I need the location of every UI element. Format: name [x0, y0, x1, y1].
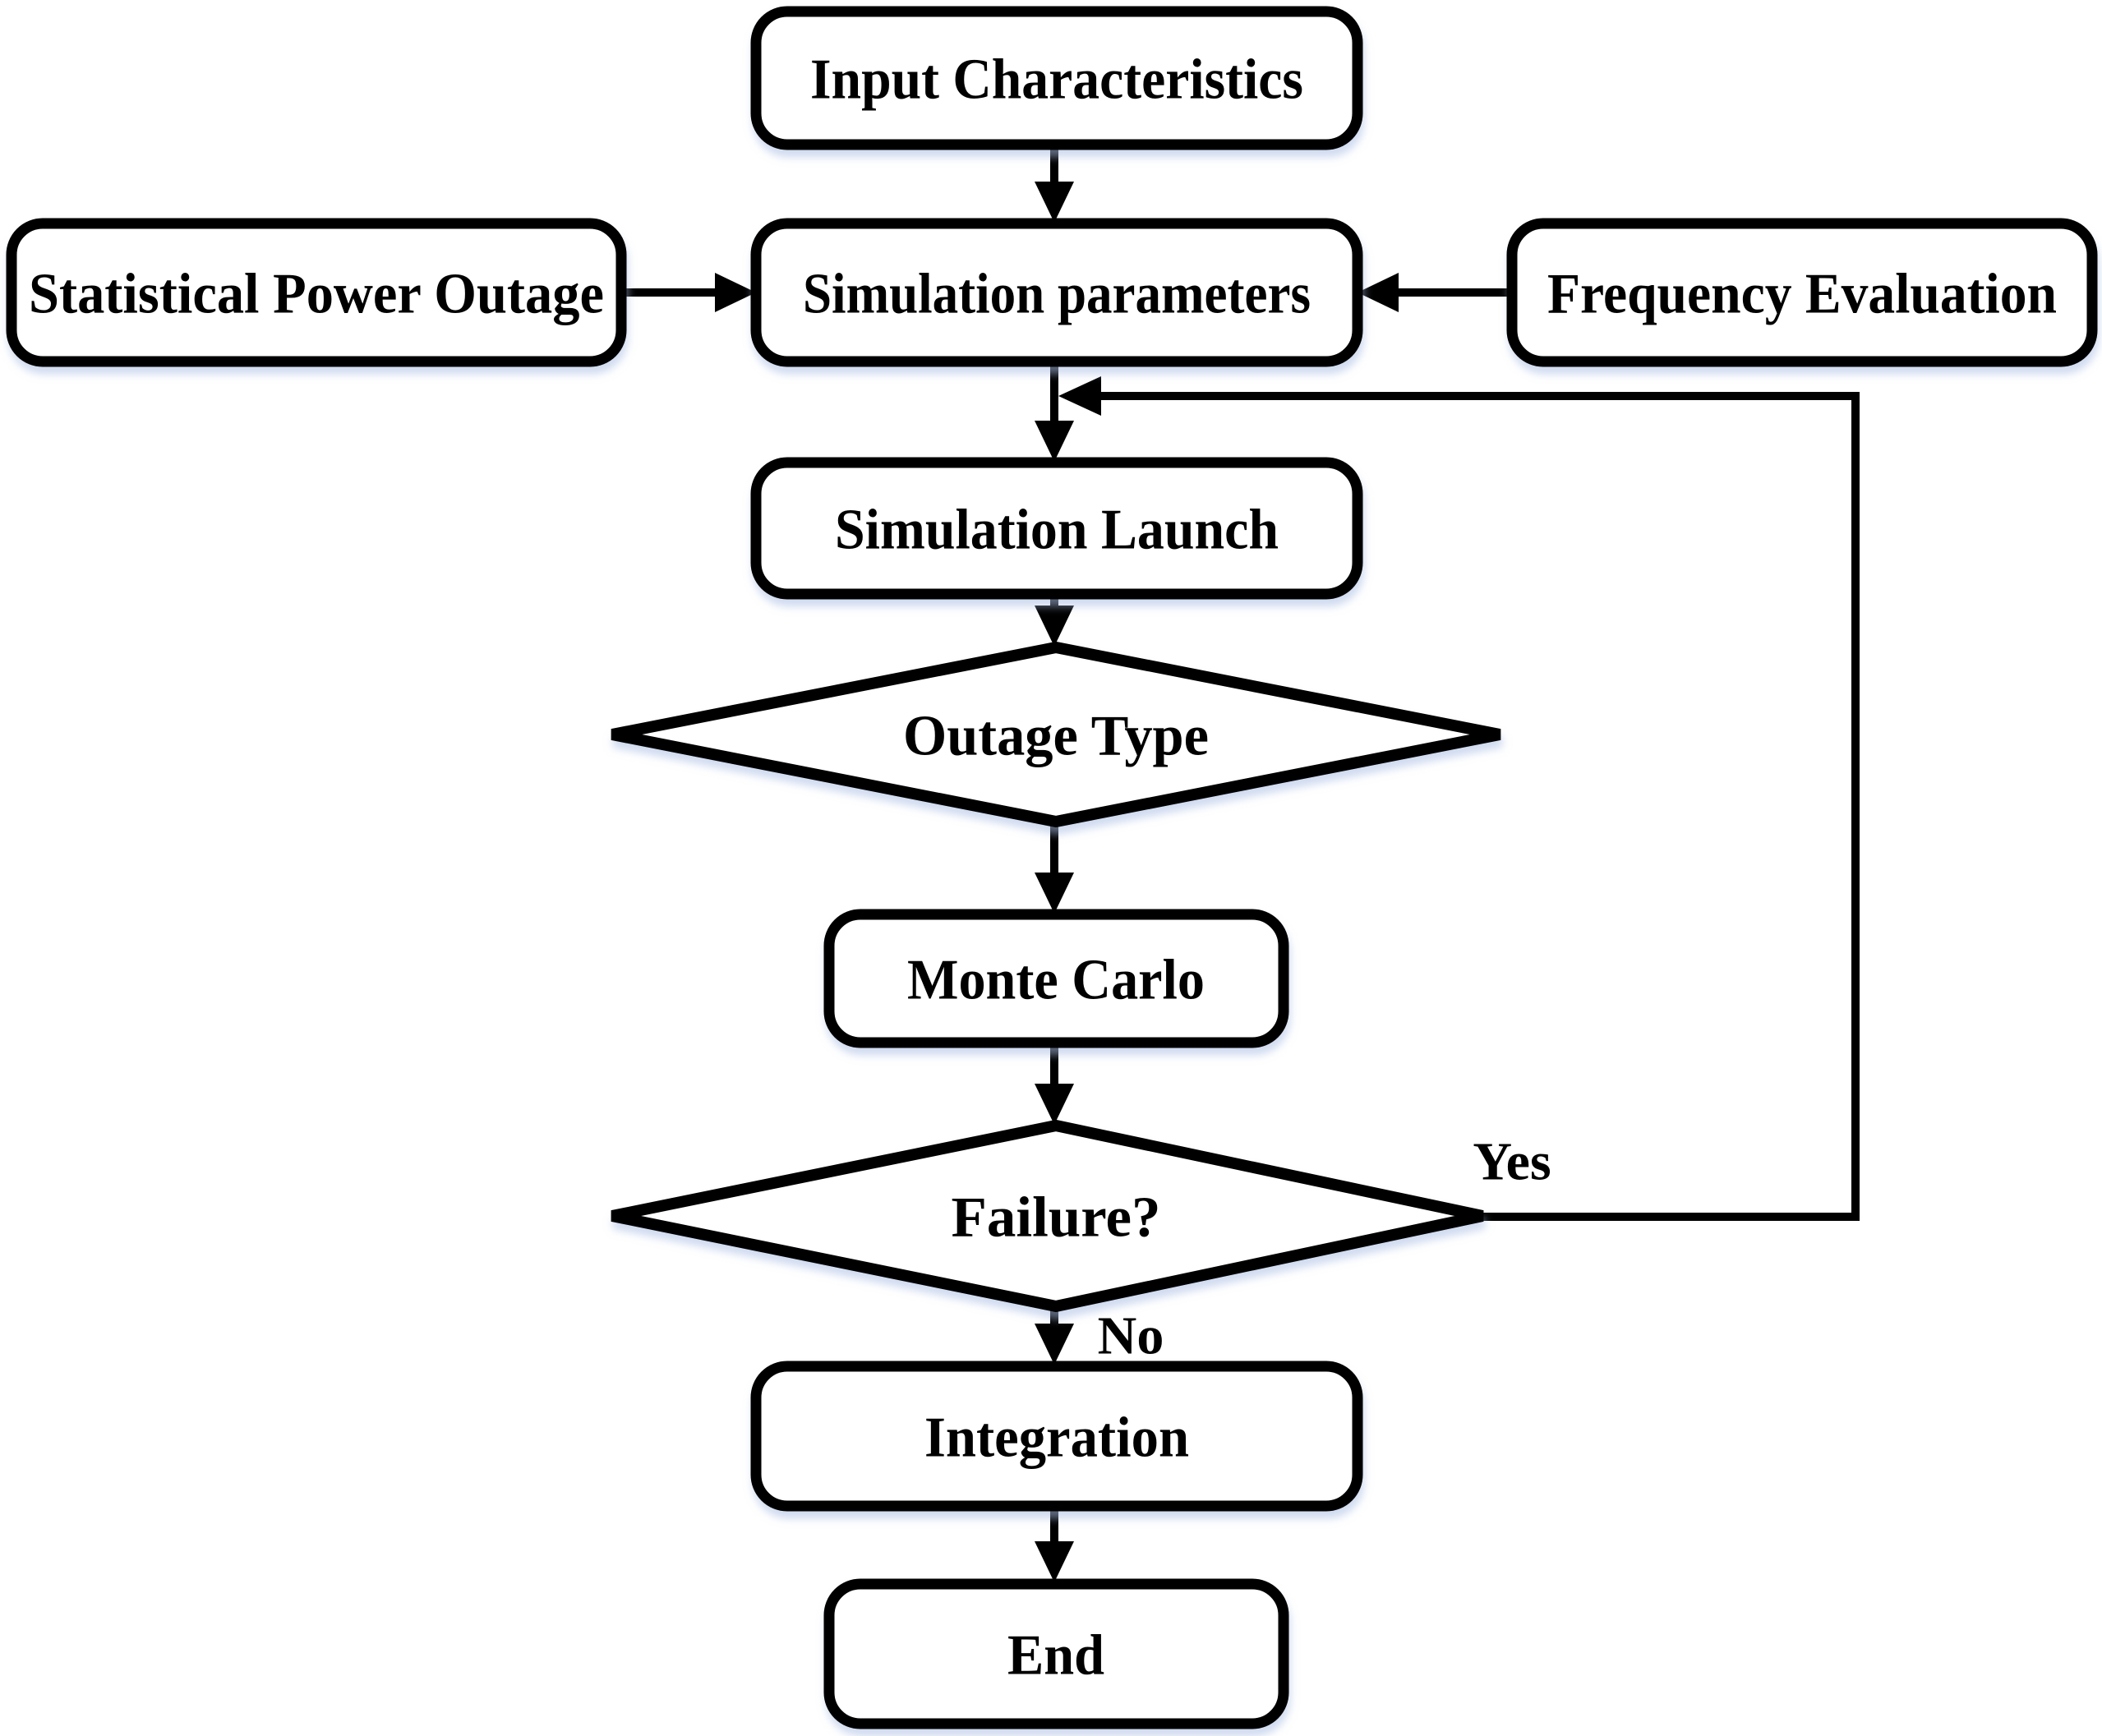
node-failure-shape: [611, 1119, 1484, 1313]
arrow-frequency-to-parameters: [1358, 273, 1512, 312]
arrow-integration-to-end: [1035, 1505, 1074, 1582]
node-end: End: [823, 1578, 1289, 1729]
arrow-input-to-parameters: [1035, 143, 1074, 223]
node-statistical-power-outage-label: Statistical Power Outage: [29, 263, 604, 326]
node-simulation-parameters: Simulation parameters: [750, 218, 1363, 367]
node-frequency-evaluation-label: Frequency Evaluation: [1547, 263, 2057, 326]
node-monte-carlo-label: Monte Carlo: [907, 949, 1205, 1012]
node-integration-label: Integration: [924, 1407, 1189, 1470]
edge-label-yes: Yes: [1473, 1132, 1551, 1192]
node-monte-carlo-shape: [823, 909, 1289, 1048]
node-input-characteristics-shape: [750, 6, 1363, 150]
arrow-statistical-to-parameters: [618, 273, 756, 312]
node-statistical-power-outage-shape: [6, 218, 627, 367]
arrow-failure-no-to-integration: [1035, 1305, 1074, 1365]
arrow-monte-carlo-to-failure: [1035, 1041, 1074, 1125]
node-simulation-launch: Simulation Launch: [750, 457, 1363, 600]
node-integration-shape: [750, 1361, 1363, 1512]
node-simulation-launch-shape: [750, 457, 1363, 600]
node-outage-type-label: Outage Type: [903, 705, 1209, 768]
node-integration: Integration: [750, 1361, 1363, 1512]
node-input-characteristics-label: Input Characteristics: [810, 48, 1303, 112]
arrow-parameters-to-launch: [1035, 360, 1074, 462]
node-input-characteristics: Input Characteristics: [750, 6, 1363, 150]
node-frequency-evaluation: Frequency Evaluation: [1506, 218, 2098, 367]
node-failure: Failure?: [611, 1119, 1484, 1313]
arrow-launch-to-outage-type: [1035, 592, 1074, 647]
node-simulation-parameters-label: Simulation parameters: [803, 263, 1311, 326]
node-monte-carlo: Monte Carlo: [823, 909, 1289, 1048]
node-simulation-parameters-shape: [750, 218, 1363, 367]
node-outage-type-shape: [611, 641, 1501, 828]
edge-label-no: No: [1098, 1306, 1164, 1366]
node-end-shape: [823, 1578, 1289, 1729]
arrow-outage-type-to-monte-carlo: [1035, 820, 1074, 914]
node-statistical-power-outage: Statistical Power Outage: [6, 218, 627, 367]
node-frequency-evaluation-shape: [1506, 218, 2098, 367]
node-failure-label: Failure?: [952, 1186, 1161, 1250]
node-simulation-launch-label: Simulation Launch: [835, 499, 1279, 562]
arrow-failure-yes-loop: [1058, 376, 1860, 1221]
node-outage-type: Outage Type: [611, 641, 1501, 828]
node-end-label: End: [1007, 1624, 1104, 1688]
